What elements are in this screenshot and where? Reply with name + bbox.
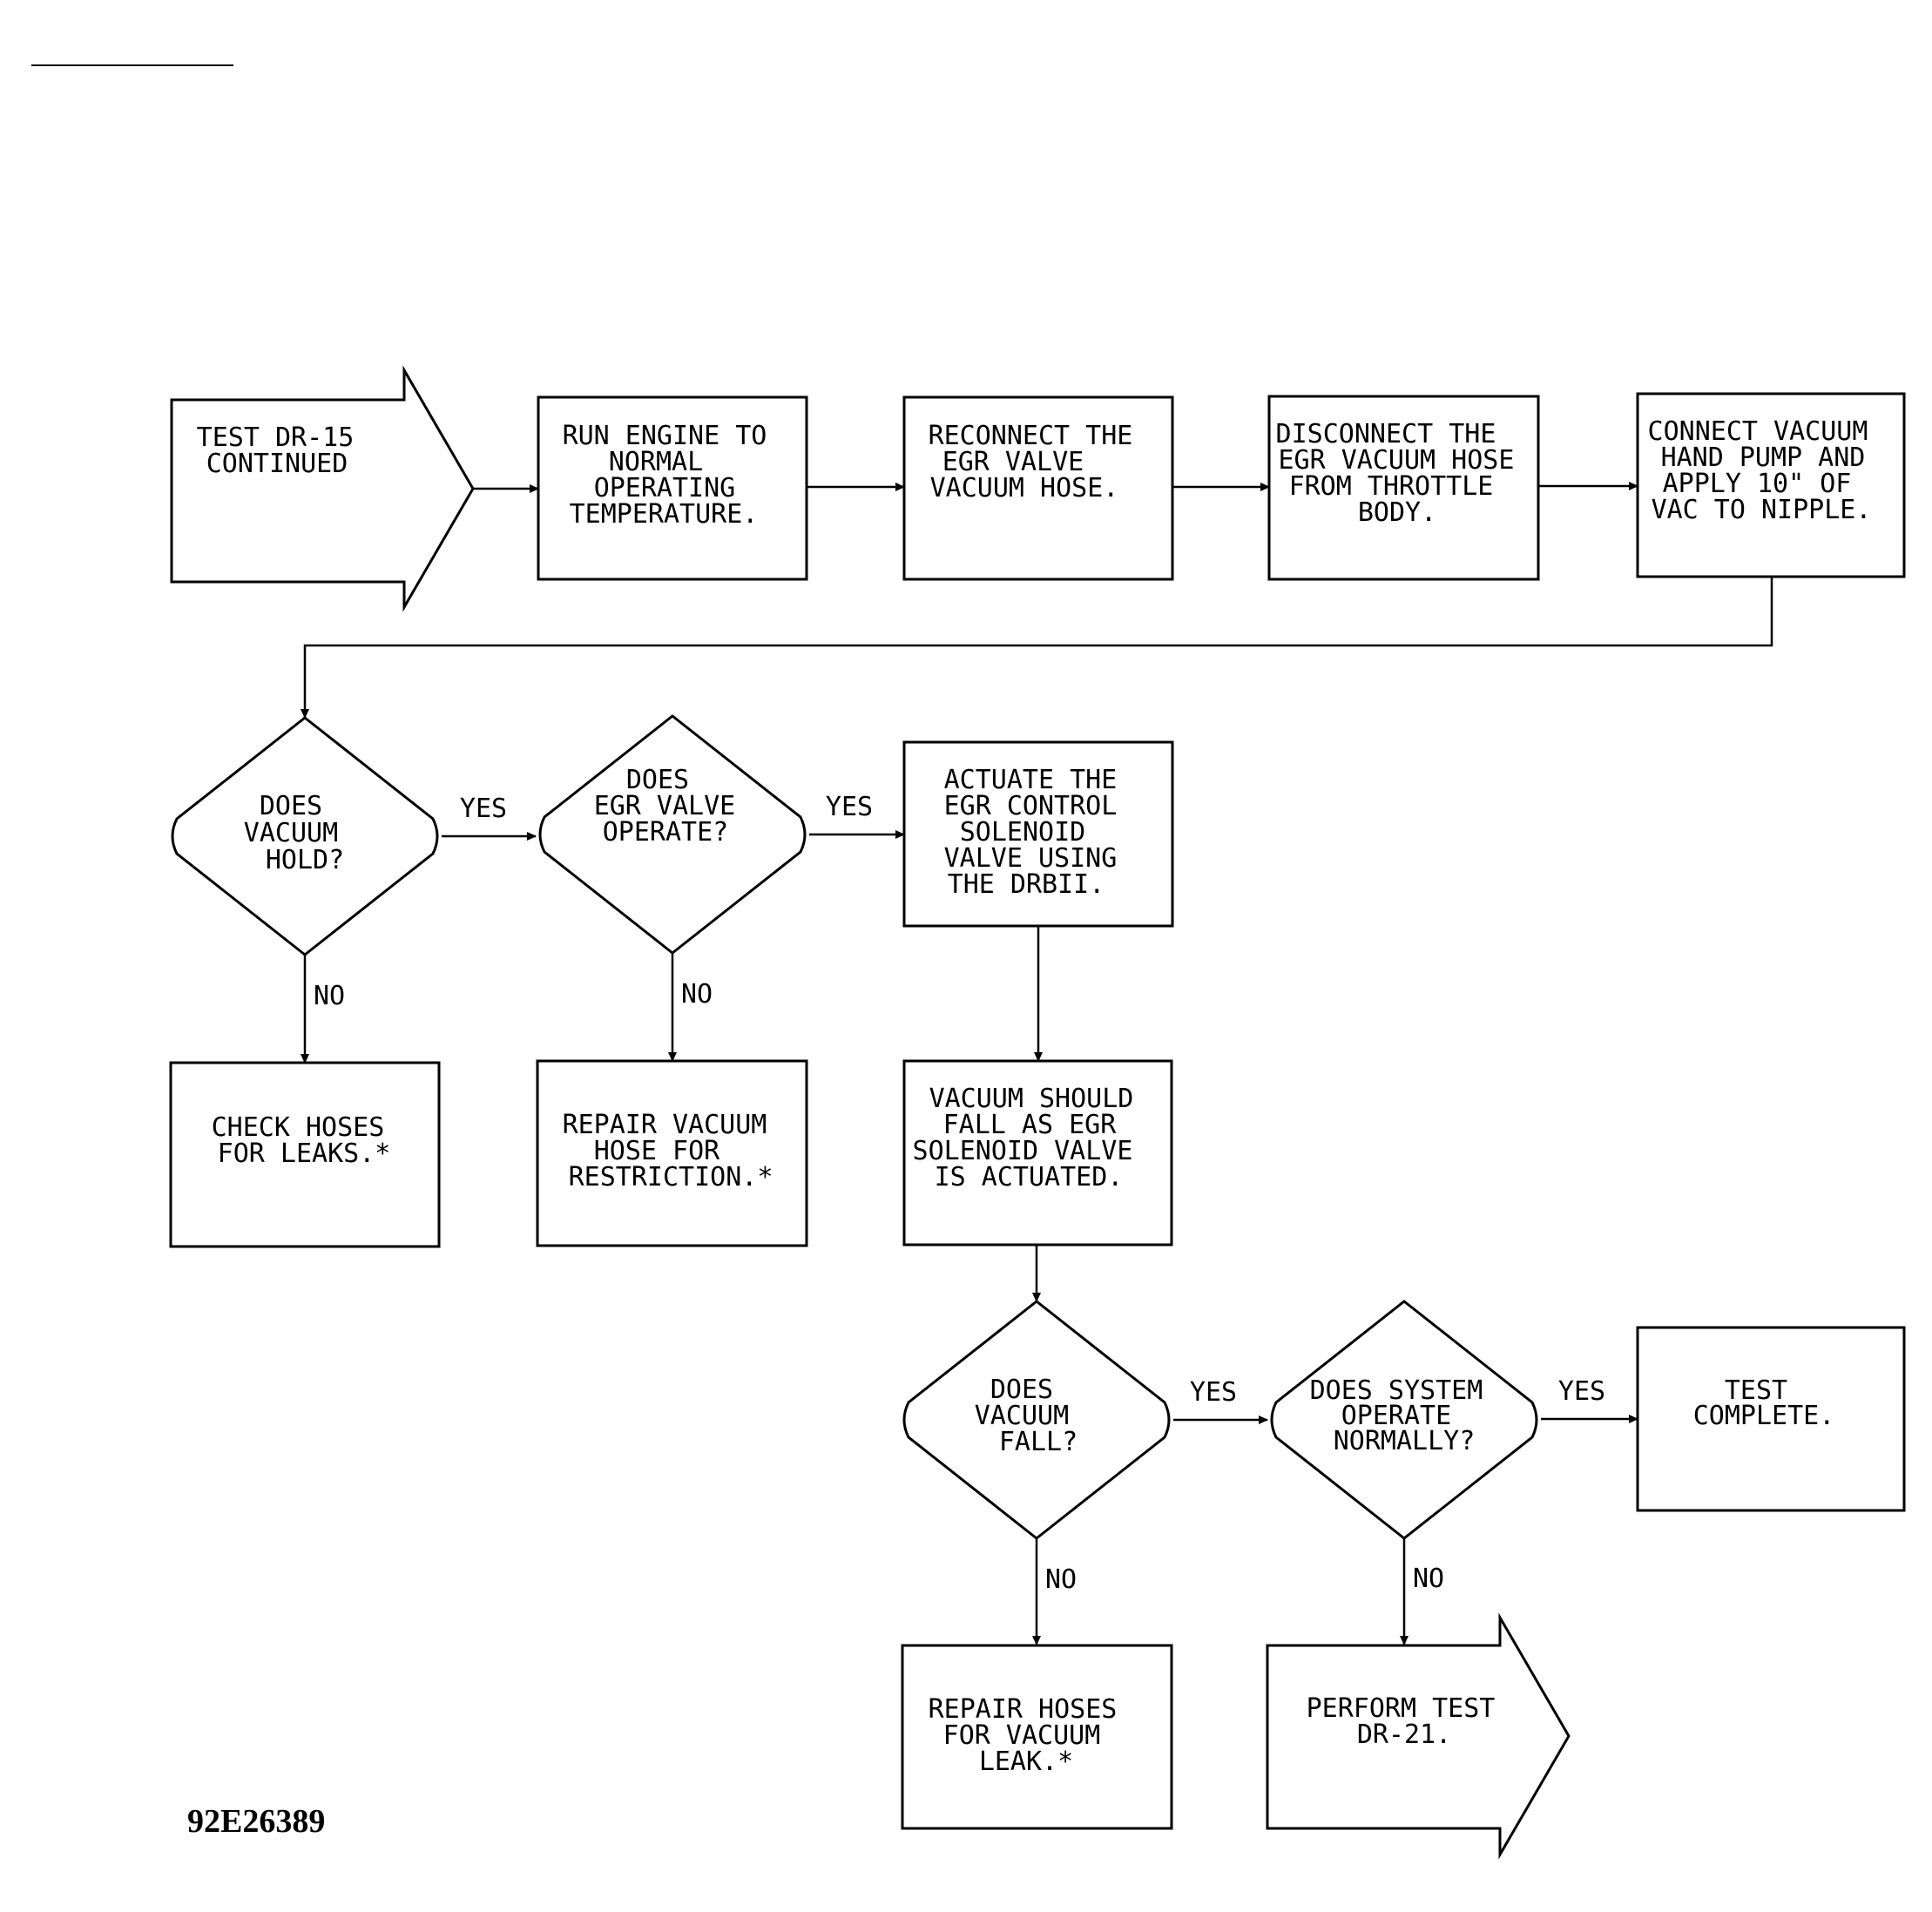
start-arrow-shape: TEST DR-15 CONTINUED [170, 365, 475, 612]
connect-label: CONNECT VACUUM HAND PUMP AND APPLY 10" O… [1648, 416, 1884, 525]
test-complete-label: TEST COMPLETE. [1693, 1375, 1835, 1431]
repair-leak-box: REPAIR HOSES FOR VACUUM LEAK.* [901, 1644, 1173, 1830]
figure-id: 92E26389 [187, 1803, 325, 1840]
reconnect-box: RECONNECT THE EGR VALVE VACUUM HOSE. [902, 395, 1174, 581]
perform-test-arrow-shape: PERFORM TEST DR-21. [1266, 1612, 1571, 1860]
perform-test-label: PERFORM TEST DR-21. [1307, 1693, 1511, 1750]
check-hoses-box: CHECK HOSES FOR LEAKS.* [169, 1061, 441, 1248]
start-label: TEST DR-15 CONTINUED [197, 422, 370, 479]
check-hoses-label: CHECK HOSES FOR LEAKS.* [212, 1112, 401, 1169]
system-yes-label: YES [1558, 1376, 1605, 1407]
egr-no-label: NO [681, 979, 713, 1010]
connect-box: CONNECT VACUUM HAND PUMP AND APPLY 10" O… [1636, 392, 1906, 578]
vacuum-hold-diamond: DOES VACUUM HOLD? [171, 716, 439, 956]
test-complete-box: TEST COMPLETE. [1636, 1326, 1906, 1512]
should-fall-box: VACUUM SHOULD FALL AS EGR SOLENOID VALVE… [902, 1059, 1173, 1247]
hold-no-label: NO [314, 981, 345, 1011]
egr-operate-diamond: DOES EGR VALVE OPERATE? [538, 714, 807, 955]
system-normal-diamond: DOES SYSTEM OPERATE NORMALLY? [1270, 1300, 1538, 1540]
system-normal-label: DOES SYSTEM OPERATE NORMALLY? [1310, 1375, 1499, 1456]
vacuum-fall-diamond: DOES VACUUM FALL? [902, 1300, 1171, 1540]
egr-yes-label: YES [826, 792, 873, 822]
repair-hose-label: REPAIR VACUUM HOSE FOR RESTRICTION.* [563, 1110, 783, 1192]
actuate-box: ACTUATE THE EGR CONTROL SOLENOID VALVE U… [902, 740, 1174, 928]
vacuum-fall-label: DOES VACUUM FALL? [975, 1375, 1084, 1457]
repair-leak-label: REPAIR HOSES FOR VACUUM LEAK.* [929, 1694, 1133, 1777]
should-fall-label: VACUUM SHOULD FALL AS EGR SOLENOID VALVE… [913, 1084, 1150, 1192]
fall-yes-label: YES [1190, 1377, 1237, 1408]
disconnect-box: DISCONNECT THE EGR VACUUM HOSE FROM THRO… [1267, 395, 1540, 581]
egr-operate-label: DOES EGR VALVE OPERATE? [594, 765, 752, 848]
hold-yes-label: YES [460, 794, 507, 824]
fall-no-label: NO [1045, 1564, 1077, 1595]
disconnect-label: DISCONNECT THE EGR VACUUM HOSE FROM THRO… [1276, 419, 1530, 528]
reconnect-label: RECONNECT THE EGR VALVE VACUUM HOSE. [929, 421, 1149, 503]
repair-hose-box: REPAIR VACUUM HOSE FOR RESTRICTION.* [536, 1059, 808, 1247]
run-engine-label: RUN ENGINE TO NORMAL OPERATING TEMPERATU… [563, 421, 783, 530]
system-no-label: NO [1413, 1564, 1444, 1594]
actuate-label: ACTUATE THE EGR CONTROL SOLENOID VALVE U… [944, 765, 1133, 900]
run-engine-box: RUN ENGINE TO NORMAL OPERATING TEMPERATU… [537, 395, 808, 581]
edge-connect-to-hold [301, 577, 1773, 719]
vacuum-hold-label: DOES VACUUM HOLD? [244, 791, 354, 875]
